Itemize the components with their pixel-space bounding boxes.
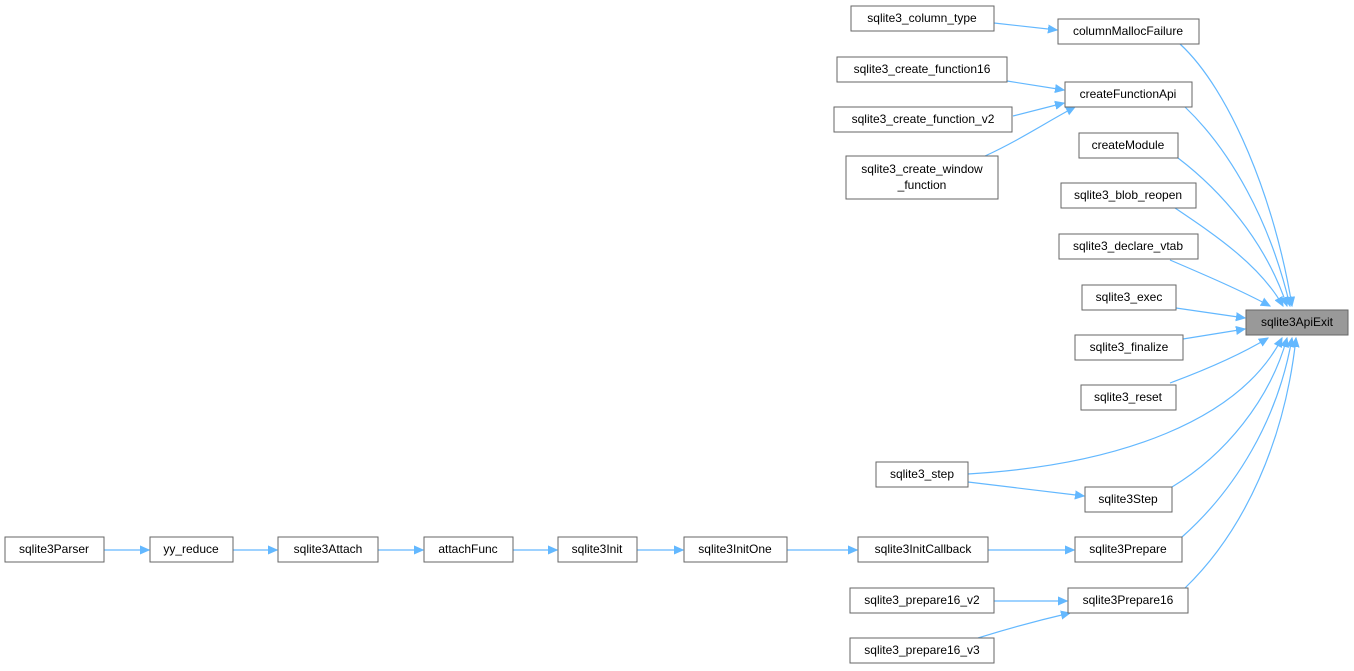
nodes: sqlite3ApiExit columnMallocFailure sqlit… xyxy=(4,5,1349,664)
edge-reset-root xyxy=(1169,338,1268,384)
edge-blob_reopen-root xyxy=(1174,207,1283,306)
node-sqlite3ApiExit[interactable]: sqlite3ApiExit xyxy=(1245,309,1349,336)
node-columnMallocFailure[interactable]: columnMallocFailure xyxy=(1057,18,1200,45)
node-sqlite3_reset[interactable]: sqlite3_reset xyxy=(1080,384,1177,411)
edge-finalize-root xyxy=(1182,329,1245,340)
edge-sqlite3_step-sqlite3Step xyxy=(967,481,1084,496)
node-sqlite3Step[interactable]: sqlite3Step xyxy=(1084,486,1173,513)
node-label: sqlite3_declare_vtab xyxy=(1073,239,1183,253)
node-label: sqlite3ApiExit xyxy=(1261,315,1334,329)
node-sqlite3_prepare16_v2[interactable]: sqlite3_prepare16_v2 xyxy=(849,587,995,614)
node-label-line2: _function xyxy=(897,178,947,192)
edge-create_window_function-createFunctionApi xyxy=(984,107,1075,157)
edges xyxy=(104,22,1296,639)
node-attachFunc[interactable]: attachFunc xyxy=(423,536,514,563)
node-label: sqlite3_column_type xyxy=(867,11,977,25)
node-sqlite3InitCallback[interactable]: sqlite3InitCallback xyxy=(857,536,989,563)
node-label: sqlite3_prepare16_v2 xyxy=(864,593,980,607)
node-label: sqlite3Init xyxy=(572,542,623,556)
edge-column_type-columnMallocFailure xyxy=(993,22,1057,30)
node-label: sqlite3_reset xyxy=(1094,390,1163,404)
node-label: sqlite3Prepare xyxy=(1089,542,1167,556)
node-label: sqlite3_blob_reopen xyxy=(1074,188,1182,202)
node-label: sqlite3_step xyxy=(890,467,954,481)
node-sqlite3_column_type[interactable]: sqlite3_column_type xyxy=(850,5,995,32)
node-label: createModule xyxy=(1092,138,1165,152)
node-label: yy_reduce xyxy=(163,542,219,556)
node-label: sqlite3_finalize xyxy=(1090,340,1169,354)
node-sqlite3Attach[interactable]: sqlite3Attach xyxy=(277,536,379,563)
node-label: sqlite3Parser xyxy=(19,542,89,556)
node-label: sqlite3InitCallback xyxy=(875,542,973,556)
node-label: sqlite3_exec xyxy=(1096,290,1163,304)
edge-prepare16_v3-sqlite3Prepare16 xyxy=(977,613,1070,639)
node-sqlite3_create_function16[interactable]: sqlite3_create_function16 xyxy=(836,56,1008,83)
node-sqlite3Prepare[interactable]: sqlite3Prepare xyxy=(1074,536,1183,563)
edge-declare_vtab-root xyxy=(1169,259,1270,306)
node-label: sqlite3Attach xyxy=(294,542,363,556)
node-label: sqlite3Prepare16 xyxy=(1083,593,1174,607)
node-label: columnMallocFailure xyxy=(1073,24,1183,38)
node-sqlite3_step[interactable]: sqlite3_step xyxy=(875,461,969,488)
node-yy_reduce[interactable]: yy_reduce xyxy=(149,536,234,563)
edge-sqlite3_step-root xyxy=(967,338,1282,475)
node-label: sqlite3InitOne xyxy=(698,542,772,556)
node-sqlite3Init[interactable]: sqlite3Init xyxy=(557,536,638,563)
edge-exec-root xyxy=(1175,307,1245,318)
node-sqlite3_prepare16_v3[interactable]: sqlite3_prepare16_v3 xyxy=(849,637,995,664)
edge-createModule-root xyxy=(1177,157,1287,306)
node-createModule[interactable]: createModule xyxy=(1078,132,1179,159)
node-sqlite3_exec[interactable]: sqlite3_exec xyxy=(1081,284,1177,311)
node-sqlite3_blob_reopen[interactable]: sqlite3_blob_reopen xyxy=(1060,182,1197,209)
edge-create_function_v2-createFunctionApi xyxy=(1012,103,1064,117)
edge-columnMallocFailure-root xyxy=(1179,43,1292,306)
node-label: sqlite3_prepare16_v3 xyxy=(864,643,980,657)
edge-createFunctionApi-root xyxy=(1184,106,1290,306)
edge-create_function16-createFunctionApi xyxy=(1006,80,1064,90)
node-sqlite3InitOne[interactable]: sqlite3InitOne xyxy=(683,536,788,563)
node-label: sqlite3Step xyxy=(1098,492,1158,506)
node-label: createFunctionApi xyxy=(1080,87,1177,101)
node-label: sqlite3_create_function16 xyxy=(854,62,991,76)
node-sqlite3_declare_vtab[interactable]: sqlite3_declare_vtab xyxy=(1058,233,1199,260)
node-sqlite3_create_window_function[interactable]: sqlite3_create_window _function xyxy=(845,155,999,200)
node-sqlite3Parser[interactable]: sqlite3Parser xyxy=(4,536,105,563)
node-label-line1: sqlite3_create_window xyxy=(861,162,983,176)
node-sqlite3Prepare16[interactable]: sqlite3Prepare16 xyxy=(1067,587,1189,614)
node-sqlite3_create_function_v2[interactable]: sqlite3_create_function_v2 xyxy=(833,106,1013,133)
node-createFunctionApi[interactable]: createFunctionApi xyxy=(1064,81,1193,108)
edge-sqlite3Prepare16-root xyxy=(1184,338,1296,589)
node-sqlite3_finalize[interactable]: sqlite3_finalize xyxy=(1074,334,1184,361)
node-label: attachFunc xyxy=(438,542,497,556)
node-label: sqlite3_create_function_v2 xyxy=(852,112,995,126)
edge-sqlite3Step-root xyxy=(1171,338,1287,488)
edge-sqlite3Prepare-root xyxy=(1181,338,1292,538)
